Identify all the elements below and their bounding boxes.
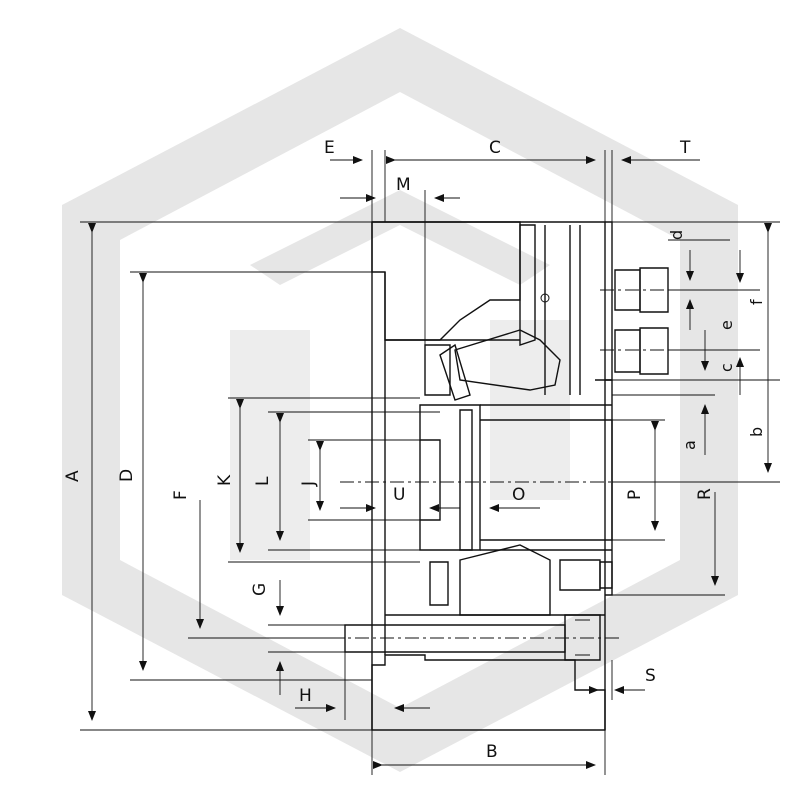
label-S: S [645,666,656,686]
label-R: R [695,488,715,500]
cap-screw-lower [600,327,680,375]
label-f: f [747,299,766,305]
label-B: B [486,742,498,762]
dimension-labels: A B C D E F G H J K L M O P R S T U a b … [63,138,766,762]
small-screw [429,559,613,606]
label-e: e [717,320,736,330]
label-O: O [512,485,525,505]
watermark-logo [62,28,738,772]
label-H: H [299,686,312,706]
label-c: c [717,363,736,372]
label-P: P [625,490,645,500]
label-U: U [393,485,405,505]
label-b: b [747,427,766,437]
label-E: E [324,138,335,158]
label-G: G [250,583,270,596]
label-d: d [667,230,686,240]
dimension-lines [80,150,780,775]
label-A: A [63,470,83,482]
label-T: T [679,138,691,158]
label-a: a [680,440,699,450]
label-L: L [253,476,273,486]
label-J: J [299,481,319,487]
mounting-bolt [330,614,620,661]
label-C: C [489,138,501,158]
label-F: F [171,490,191,500]
cap-screw-upper [600,267,680,313]
label-D: D [117,469,137,482]
label-M: M [396,175,411,195]
label-K: K [215,474,235,486]
